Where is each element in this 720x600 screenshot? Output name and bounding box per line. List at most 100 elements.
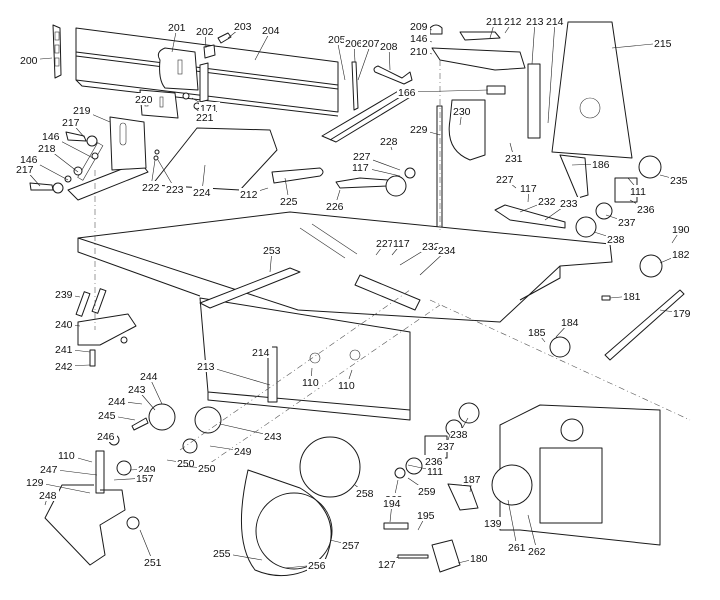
callout-label-bg	[671, 248, 692, 260]
bolt-part	[217, 32, 232, 44]
callout-leader-line	[547, 20, 556, 124]
part-callout-243: 243	[128, 384, 146, 396]
part-callout-242: 242	[55, 361, 73, 373]
part-callout-204: 204	[262, 25, 280, 37]
guard-plate-part	[151, 127, 278, 191]
cover-hole-part	[579, 97, 601, 119]
planer-table-part	[77, 211, 613, 323]
callout-label-bg	[527, 545, 548, 557]
callout-label-bg	[375, 237, 396, 249]
callout-label-bg	[325, 200, 346, 212]
belt-part	[241, 469, 332, 577]
callout-label-bg	[537, 195, 558, 207]
callout-label-bg	[617, 216, 638, 228]
part-callout-227: 227	[353, 151, 371, 163]
callout-label-bg	[416, 509, 437, 521]
callout-label-bg	[212, 547, 233, 559]
callout-label-bg	[239, 188, 260, 200]
part-callout-184: 184	[561, 317, 579, 329]
callout-leader-line	[357, 42, 372, 81]
support-bracket-part	[77, 313, 137, 346]
part-callout-214: 214	[546, 16, 564, 28]
callout-label-bg	[559, 197, 580, 209]
callout-label-bg	[426, 465, 447, 477]
knob-part	[126, 516, 140, 530]
callout-label-bg	[261, 24, 282, 36]
callout-leader-line	[406, 89, 489, 93]
part-callout-186: 186	[592, 159, 610, 171]
callout-label-bg	[19, 153, 40, 165]
callout-label-bg	[495, 173, 516, 185]
callout-label-bg	[437, 244, 458, 256]
callout-label-bg	[233, 20, 254, 32]
fence-end-cap-part	[52, 24, 62, 79]
part-callout-228: 228	[380, 136, 398, 148]
callout-label-bg	[606, 233, 627, 245]
callout-label-bg	[307, 559, 328, 571]
callout-label-bg	[483, 517, 504, 529]
part-callout-203: 203	[234, 21, 252, 33]
part-callout-232: 232	[422, 241, 440, 253]
shaft-part	[604, 289, 685, 361]
part-callout-187: 187	[463, 474, 481, 486]
part-callout-195: 195	[417, 510, 435, 522]
callout-label-bg	[560, 316, 581, 328]
part-callout-117: 117	[393, 238, 410, 250]
callout-label-bg	[355, 487, 376, 499]
callout-label-bg	[54, 318, 75, 330]
callout-label-bg	[15, 163, 36, 175]
pulley-part	[575, 216, 597, 238]
callout-label-bg	[192, 186, 213, 198]
part-callout-139: 139	[484, 518, 502, 530]
pulley-part	[255, 492, 333, 570]
part-callout-166: 166	[398, 87, 416, 99]
part-callout-240: 240	[55, 319, 73, 331]
callout-label-bg	[417, 485, 438, 497]
part-callout-250: 250	[177, 458, 195, 470]
callout-label-bg	[341, 539, 362, 551]
gear-part	[385, 175, 407, 197]
callout-label-bg	[392, 237, 413, 249]
callout-label-bg	[165, 183, 186, 195]
part-callout-255: 255	[213, 548, 231, 560]
nut-part	[182, 92, 190, 100]
part-callout-220: 220	[135, 94, 153, 106]
callout-label-bg	[107, 395, 128, 407]
link-plate-part	[95, 450, 105, 494]
part-callout-238: 238	[450, 429, 468, 441]
callout-label-bg	[195, 25, 216, 37]
part-callout-127: 127	[378, 559, 396, 571]
part-callout-232: 232	[538, 196, 556, 208]
part-callout-253: 253	[263, 245, 281, 257]
top-bracket-part	[431, 47, 526, 71]
part-callout-237: 237	[437, 441, 455, 453]
part-callout-212: 212	[240, 189, 258, 201]
part-callout-110: 110	[338, 380, 355, 392]
cap-nut-part	[429, 24, 443, 35]
callout-label-bg	[251, 346, 272, 358]
callout-label-bg	[519, 182, 540, 194]
callout-leader-line	[531, 20, 536, 65]
callout-label-bg	[233, 445, 254, 457]
bracket-part	[559, 154, 589, 199]
part-callout-221: 221	[196, 112, 214, 124]
callout-label-bg	[669, 174, 690, 186]
callout-label-bg	[397, 86, 418, 98]
machine-body-part	[199, 297, 411, 421]
part-callout-209: 209	[410, 21, 428, 33]
part-callout-212: 212	[504, 16, 522, 28]
nut-part	[394, 467, 406, 479]
part-callout-225: 225	[280, 196, 298, 208]
part-callout-258: 258	[356, 488, 374, 500]
callout-label-bg	[507, 541, 528, 553]
motor-housing-part	[499, 404, 661, 546]
callout-label-bg	[379, 40, 400, 52]
switch-box-part	[431, 539, 461, 573]
callout-label-bg	[622, 290, 643, 302]
shaft-part	[131, 417, 149, 431]
part-callout-117: 117	[352, 162, 369, 174]
callout-label-bg	[167, 21, 188, 33]
washer-part	[404, 167, 416, 179]
callout-label-bg	[452, 105, 473, 117]
callout-label-bg	[37, 142, 58, 154]
